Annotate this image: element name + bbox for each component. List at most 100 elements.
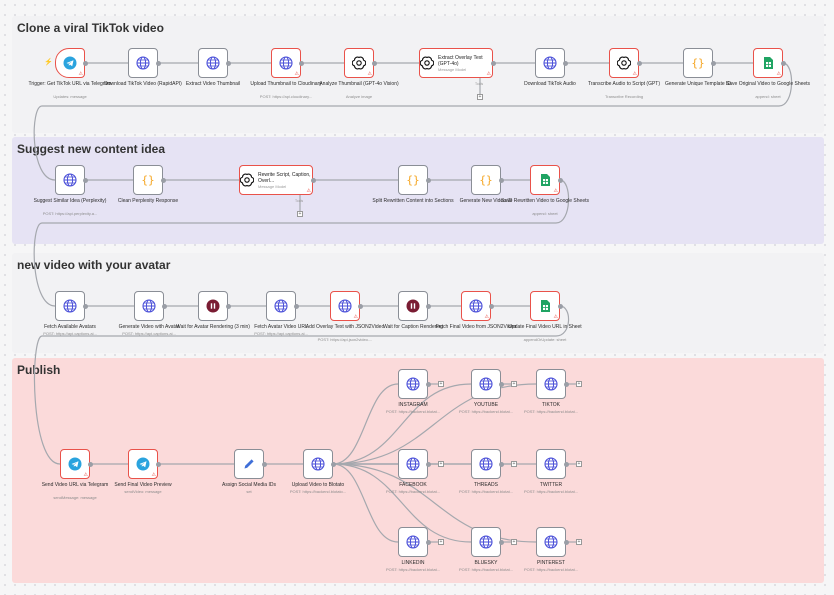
node-n36[interactable] [471,527,501,557]
node-label: Split Rewritten Content into Sections [372,198,454,204]
output-handle[interactable] [294,304,299,309]
output-handle[interactable] [426,462,431,467]
node-n21[interactable]: ⚠ [330,291,360,321]
node-n32[interactable] [398,449,428,479]
node-n20[interactable] [266,291,296,321]
output-handle[interactable] [499,178,504,183]
output-handle[interactable] [781,61,786,66]
node-n9[interactable]: {} [683,48,713,78]
output-handle[interactable] [489,304,494,309]
output-handle[interactable] [331,462,336,467]
node-n11[interactable] [55,165,85,195]
node-n13[interactable]: ⚠Rewrite Script, Caption, Overl...Messag… [239,165,313,195]
node-n35[interactable] [398,527,428,557]
output-handle[interactable] [161,178,166,183]
node-n18[interactable] [134,291,164,321]
add-node-button[interactable]: + [576,381,582,387]
output-handle[interactable] [564,540,569,545]
node-n19[interactable] [198,291,228,321]
node-n2[interactable] [128,48,158,78]
pause-icon [206,299,220,313]
node-n24[interactable]: ⚠ [530,291,560,321]
node-n34[interactable] [536,449,566,479]
globe-icon [544,457,558,471]
output-handle[interactable] [156,61,161,66]
node-label: Extract Overlay Text (GPT-4o) [438,54,483,67]
node-n22[interactable] [398,291,428,321]
add-node-button[interactable]: + [438,539,444,545]
node-n25[interactable]: ⚠ [60,449,90,479]
node-n37[interactable] [536,527,566,557]
trigger-bolt-icon: ⚡ [44,59,53,66]
output-handle[interactable] [426,178,431,183]
node-n17[interactable] [55,291,85,321]
node-n15[interactable]: {} [471,165,501,195]
add-node-button[interactable]: + [576,461,582,467]
node-label: Add Overlay Text with JSON2Video [305,324,385,330]
output-handle[interactable] [372,61,377,66]
node-n14[interactable]: {} [398,165,428,195]
node-n28[interactable] [303,449,333,479]
output-handle[interactable] [499,462,504,467]
output-handle[interactable] [426,540,431,545]
node-n27[interactable] [234,449,264,479]
globe-icon [406,377,420,391]
output-handle[interactable] [426,382,431,387]
add-node-button[interactable]: + [511,461,517,467]
node-n33[interactable] [471,449,501,479]
output-handle[interactable] [83,61,88,66]
output-handle[interactable] [563,61,568,66]
output-handle[interactable] [156,462,161,467]
add-node-button[interactable]: + [576,539,582,545]
output-handle[interactable] [637,61,642,66]
node-n4[interactable]: ⚠ [271,48,301,78]
output-handle[interactable] [83,178,88,183]
add-node-button[interactable]: + [511,539,517,545]
output-handle[interactable] [299,61,304,66]
output-handle[interactable] [358,304,363,309]
output-handle[interactable] [311,178,316,183]
node-n5[interactable]: ⚠ [344,48,374,78]
node-n16[interactable]: ⚠ [530,165,560,195]
node-n10[interactable]: ⚠ [753,48,783,78]
output-handle[interactable] [499,382,504,387]
node-label: Upload Thumbnail to Cloudinary [250,81,322,87]
add-tool-button[interactable]: + [297,211,303,217]
openai-icon [240,173,254,187]
output-handle[interactable] [88,462,93,467]
node-n12[interactable]: {} [133,165,163,195]
section-title: Clone a viral TikTok video [17,21,164,35]
output-handle[interactable] [162,304,167,309]
output-handle[interactable] [426,304,431,309]
output-handle[interactable] [83,304,88,309]
node-n23[interactable]: ⚠ [461,291,491,321]
output-handle[interactable] [564,462,569,467]
output-handle[interactable] [711,61,716,66]
add-node-button[interactable]: + [511,381,517,387]
output-handle[interactable] [262,462,267,467]
node-n26[interactable]: ⚠ [128,449,158,479]
node-n7[interactable] [535,48,565,78]
globe-icon [544,535,558,549]
output-handle[interactable] [564,382,569,387]
globe-icon [311,457,325,471]
node-n29[interactable] [398,369,428,399]
output-handle[interactable] [226,304,231,309]
globe-icon [406,457,420,471]
output-handle[interactable] [226,61,231,66]
node-n31[interactable] [536,369,566,399]
code-icon: {} [141,173,155,187]
output-handle[interactable] [558,304,563,309]
output-handle[interactable] [499,540,504,545]
output-handle[interactable] [491,61,496,66]
add-node-button[interactable]: + [438,461,444,467]
node-n8[interactable]: ⚠ [609,48,639,78]
node-n1[interactable]: ⚠ [55,48,85,78]
add-node-button[interactable]: + [438,381,444,387]
node-n30[interactable] [471,369,501,399]
node-n6[interactable]: ⚠Extract Overlay Text (GPT-4o)Message Mo… [419,48,493,78]
node-n3[interactable] [198,48,228,78]
output-handle[interactable] [558,178,563,183]
node-label: Assign Social Media IDs [222,482,276,488]
add-tool-button[interactable]: + [477,94,483,100]
